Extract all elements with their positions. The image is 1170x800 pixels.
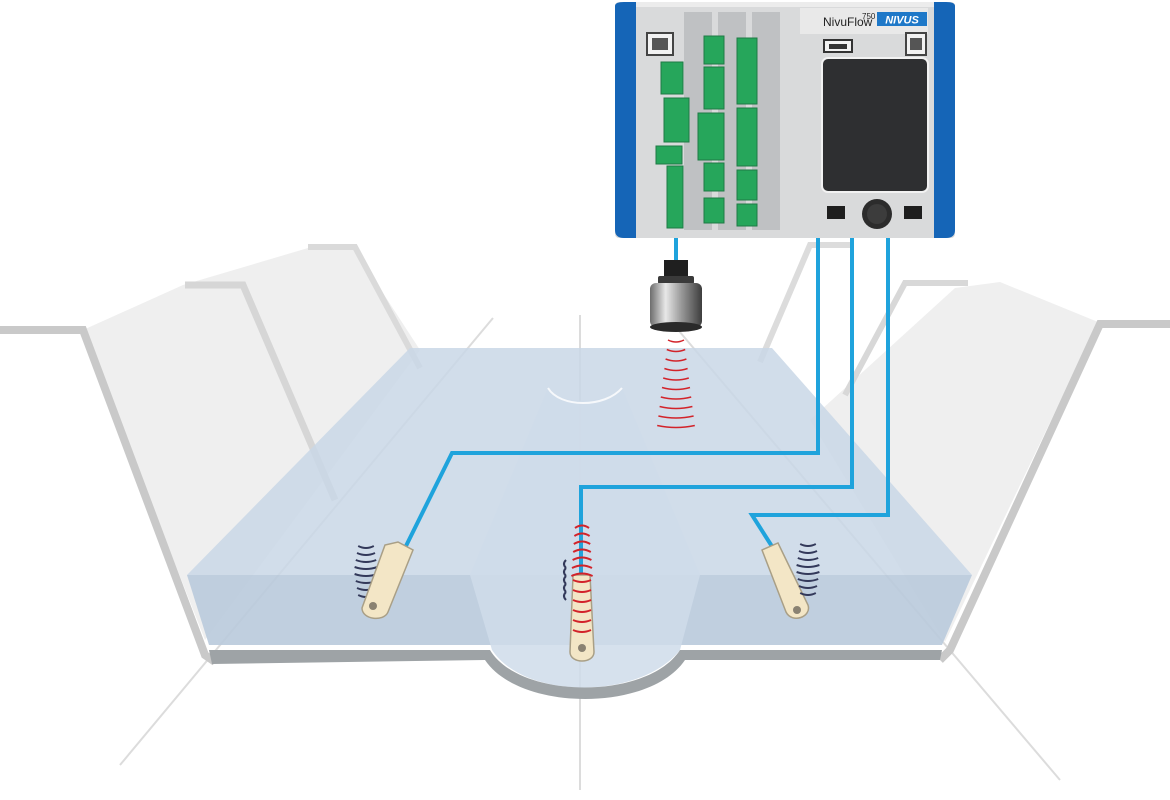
signal-wave-arc [356, 552, 376, 556]
signal-wave-arc [572, 556, 592, 561]
signal-wave-arc [563, 583, 567, 593]
brand-logo [877, 12, 927, 26]
signal-wave-arc [572, 589, 592, 593]
signal-wave-arc [799, 592, 817, 596]
channel-back-wall [0, 242, 1170, 666]
signal-cables [402, 238, 890, 575]
signal-wave-icon [657, 339, 695, 429]
signal-wave-arc [661, 386, 691, 391]
signal-wave-arc [659, 405, 693, 410]
signal-wave-arc [667, 339, 685, 343]
device-model-name: NivuFlow [823, 15, 873, 29]
signal-wave-arc [798, 585, 818, 589]
cable-right-sensor [748, 238, 890, 550]
signal-wave-arc [563, 575, 567, 585]
signal-wave-arc [357, 545, 375, 549]
signal-wave-arc [797, 557, 819, 561]
signal-wave-arc [797, 578, 819, 582]
signal-wave-arc [662, 377, 690, 381]
signal-wave-arc [563, 559, 567, 569]
signal-wave-arc [573, 532, 591, 537]
device-model-number: 750 [862, 12, 876, 21]
signal-wave-arc [658, 415, 694, 419]
signal-wave-arc [570, 572, 594, 577]
signal-wave-arc [573, 540, 591, 545]
signal-wave-arc [572, 599, 592, 603]
wedge-sensor-right [761, 542, 820, 619]
signal-wave-arc [665, 358, 687, 362]
ultrasonic-air-sensor-icon [650, 260, 702, 332]
cable-left-sensor [402, 238, 820, 551]
signal-wave-arc [563, 567, 567, 577]
signal-wave-arc [571, 564, 593, 569]
brand-logo-text: NIVUS [885, 15, 919, 27]
signal-wave-icon [796, 543, 820, 596]
signal-wave-arc [660, 396, 692, 400]
signal-wave-icon [563, 524, 594, 633]
signal-wave-arc [574, 524, 590, 529]
signal-wave-arc [798, 550, 818, 554]
wedge-sensor-left [354, 541, 414, 620]
channel-floor-edge [209, 650, 942, 699]
signal-wave-arc [664, 367, 688, 372]
wedge-sensor-center [563, 524, 595, 662]
signal-wave-arc [799, 543, 817, 547]
display-screen [821, 57, 929, 193]
cable-center-sensor [579, 238, 854, 575]
signal-wave-arc [572, 609, 592, 613]
signal-wave-arc [796, 564, 820, 568]
signal-wave-arc [796, 571, 820, 575]
signal-wave-arc [572, 579, 592, 583]
signal-wave-arc [563, 591, 567, 601]
signal-wave-arc [572, 629, 592, 633]
signal-wave-arc [572, 548, 592, 553]
signal-wave-arc [666, 348, 686, 353]
softkey-right[interactable] [904, 206, 922, 219]
flow-transmitter: NivuFlow 750 NIVUS [615, 2, 955, 238]
signal-wave-arc [657, 424, 695, 429]
softkey-left[interactable] [827, 206, 845, 219]
signal-wave-arc [572, 619, 592, 623]
terminal-blocks [655, 35, 758, 229]
signal-wave-arc [354, 566, 378, 570]
signal-wave-arc [355, 559, 377, 563]
